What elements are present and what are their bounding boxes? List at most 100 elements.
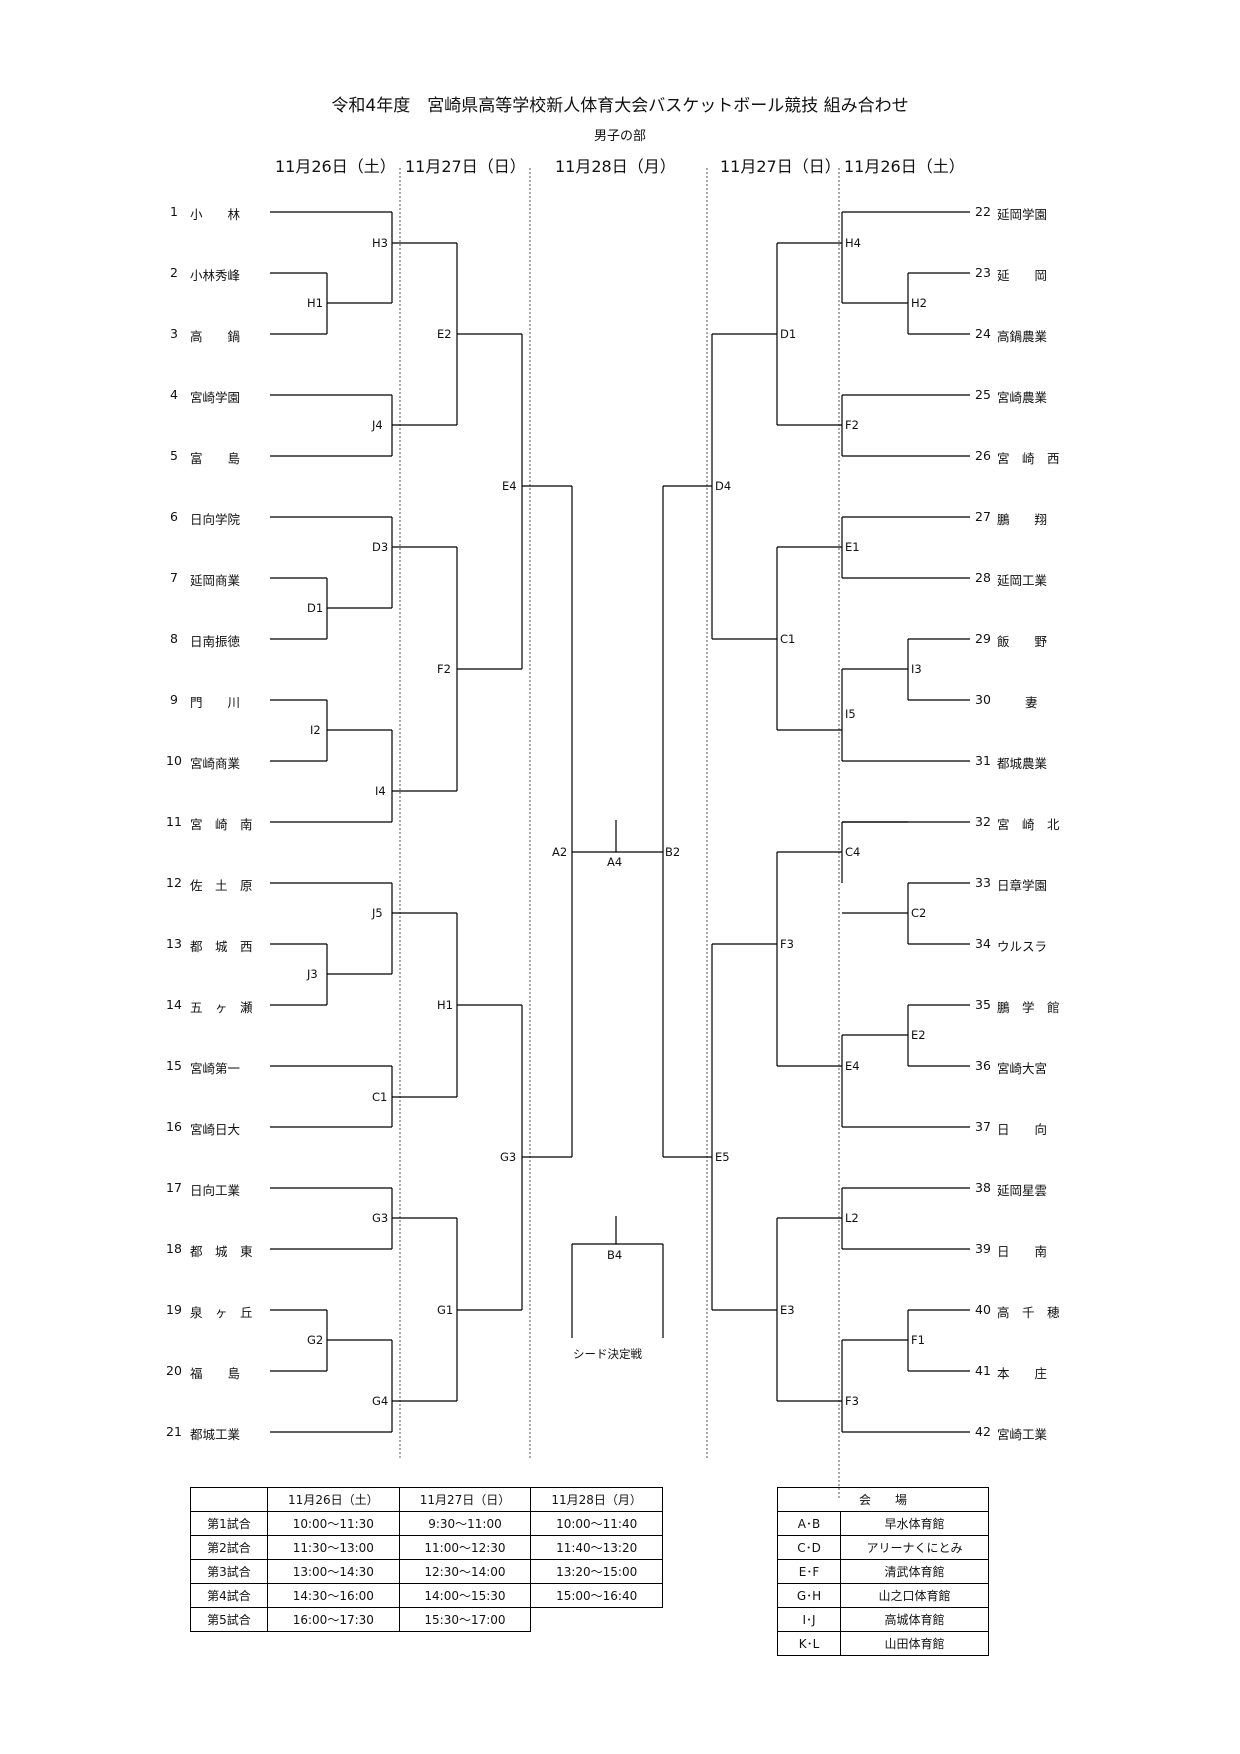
match-label: I2: [310, 723, 321, 737]
match-label: G3: [372, 1211, 389, 1225]
left-team-name: 門 川: [190, 695, 241, 710]
left-team-name: 日向学院: [190, 512, 241, 527]
table-cell: 清武体育館: [840, 1559, 989, 1584]
right-team-no: 22: [975, 204, 991, 219]
table-cell: 第3試合: [190, 1559, 268, 1584]
table-cell: 高城体育館: [840, 1607, 989, 1632]
seed-decider-label: シード決定戦: [573, 1347, 642, 1361]
left-team-name: 小林秀峰: [190, 268, 241, 283]
match-label: J5: [372, 906, 383, 920]
right-team-no: 41: [975, 1363, 991, 1378]
table-cell: 11月28日（月）: [530, 1487, 663, 1512]
right-team-no: 40: [975, 1302, 991, 1317]
right-team-no: 32: [975, 814, 991, 829]
match-label: G3: [500, 1150, 517, 1164]
right-team-name: 延岡星雲: [997, 1183, 1048, 1198]
left-team-name: 佐 土 原: [190, 878, 253, 893]
right-team-no: 30: [975, 692, 991, 707]
table-header-row: 会 場: [777, 1487, 989, 1512]
left-team-no: 8: [170, 631, 178, 646]
left-team-name: 泉 ヶ 丘: [190, 1305, 253, 1320]
table-cell: 13:20～15:00: [530, 1559, 663, 1584]
table-cell: G･H: [777, 1583, 841, 1608]
left-team-name: 富 島: [190, 451, 241, 466]
right-team-name: 延 岡: [997, 268, 1048, 283]
table-cell: アリーナくにとみ: [840, 1535, 989, 1560]
table-cell: 11:30～13:00: [267, 1535, 400, 1560]
table-cell: 15:30～17:00: [398, 1607, 532, 1632]
table-cell: 11:40～13:20: [530, 1535, 663, 1560]
table-cell: 14:30～16:00: [267, 1583, 400, 1608]
match-label: F3: [780, 937, 794, 951]
table-row: 第4試合 14:30～16:00 14:00～15:30 15:00～16:40: [190, 1583, 663, 1608]
table-cell: 12:30～14:00: [398, 1559, 532, 1584]
match-label: D3: [372, 540, 389, 554]
right-team-no: 33: [975, 875, 991, 890]
left-team-name: 宮崎日大: [190, 1122, 241, 1137]
left-team-no: 10: [166, 753, 182, 768]
left-team-name: 都城工業: [190, 1427, 241, 1442]
right-team-no: 36: [975, 1058, 991, 1073]
right-team-name: 高鍋農業: [997, 329, 1048, 344]
match-label: L2: [845, 1211, 859, 1225]
right-team-no: 25: [975, 387, 991, 402]
match-label: B4: [607, 1248, 623, 1262]
right-team-name: 日 向: [997, 1122, 1048, 1137]
left-team-no: 19: [166, 1302, 182, 1317]
date-right-round2: 11月27日（日）: [720, 157, 841, 176]
table-row: A･B 早水体育館: [777, 1511, 989, 1536]
table-cell: I･J: [777, 1607, 841, 1632]
match-label: H1: [307, 296, 323, 310]
right-team-no: 29: [975, 631, 991, 646]
left-team-no: 16: [166, 1119, 182, 1134]
left-team-name: 延岡商業: [190, 573, 241, 588]
table-row: 第2試合 11:30～13:00 11:00～12:30 11:40～13:20: [190, 1535, 663, 1560]
right-team-name: 高 千 穂: [997, 1305, 1060, 1320]
right-team-no: 23: [975, 265, 991, 280]
match-label: H3: [372, 236, 388, 250]
right-team-no: 38: [975, 1180, 991, 1195]
right-team-name: 妻: [1025, 695, 1038, 710]
venue-table: 会 場 A･B 早水体育館 C･D アリーナくにとみ E･F 清武体育館 G･H…: [777, 1487, 989, 1656]
right-team-no: 27: [975, 509, 991, 524]
match-label: E4: [502, 479, 517, 493]
table-cell: 早水体育館: [840, 1511, 989, 1536]
left-team-no: 1: [170, 204, 178, 219]
left-team-name: 宮崎第一: [190, 1061, 241, 1076]
match-label: G4: [372, 1394, 389, 1408]
table-row: 第3試合 13:00～14:30 12:30～14:00 13:20～15:00: [190, 1559, 663, 1584]
left-team-name: 都 城 東: [190, 1244, 253, 1259]
match-label: H4: [845, 236, 861, 250]
right-team-no: 37: [975, 1119, 991, 1134]
match-label: C2: [911, 906, 927, 920]
right-team-name: 宮崎工業: [997, 1427, 1048, 1442]
right-team-name: 延岡工業: [997, 573, 1048, 588]
match-label: A2: [552, 845, 568, 859]
match-label: E3: [780, 1303, 795, 1317]
table-row: I･J 高城体育館: [777, 1607, 989, 1632]
right-team-name: 本 庄: [997, 1366, 1048, 1381]
right-team-name: 都城農業: [997, 756, 1048, 771]
match-label: I3: [911, 662, 922, 676]
table-row: 第5試合 16:00～17:30 15:30～17:00: [190, 1607, 663, 1632]
left-team-name: 日南振徳: [190, 634, 241, 649]
right-team-no: 34: [975, 936, 991, 951]
table-cell: A･B: [777, 1511, 841, 1536]
right-team-name: 鵬 翔: [997, 512, 1048, 527]
match-label: B2: [665, 845, 681, 859]
right-team-no: 35: [975, 997, 991, 1012]
right-team-name: 宮 崎 西: [997, 451, 1060, 466]
left-team-name: 高 鍋: [190, 329, 241, 344]
right-team-name: ウルスラ: [997, 939, 1048, 954]
division-subtitle: 男子の部: [593, 129, 646, 144]
table-cell: 第2試合: [190, 1535, 268, 1560]
table-row: C･D アリーナくにとみ: [777, 1535, 989, 1560]
table-cell: E･F: [777, 1559, 841, 1584]
match-label: E2: [437, 327, 452, 341]
table-cell: [190, 1487, 268, 1512]
left-team-no: 17: [166, 1180, 182, 1195]
table-cell: 10:00～11:40: [530, 1511, 663, 1536]
match-label: F2: [845, 418, 859, 432]
table-row: E･F 清武体育館: [777, 1559, 989, 1584]
